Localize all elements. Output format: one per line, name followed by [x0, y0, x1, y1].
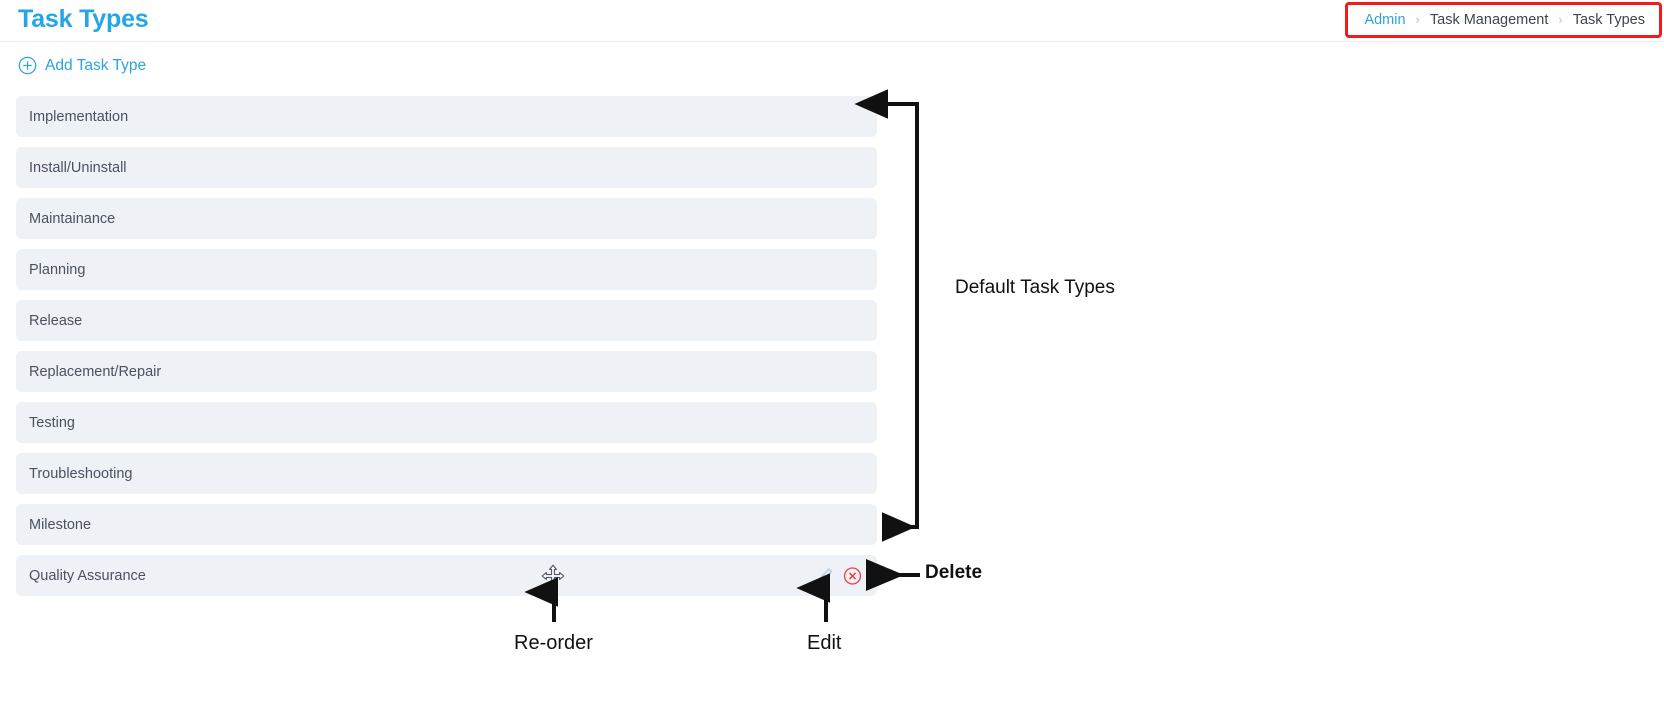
page-header: Task Types Admin › Task Management › Tas… [0, 0, 1664, 42]
chevron-right-icon: › [1415, 11, 1420, 27]
task-type-name: Milestone [29, 516, 92, 533]
task-type-name: Troubleshooting [29, 465, 133, 482]
add-task-type-label: Add Task Type [45, 56, 147, 74]
task-type-name: Testing [29, 414, 75, 431]
task-type-name: Planning [29, 261, 86, 278]
chevron-right-icon: › [1558, 11, 1563, 27]
table-row[interactable]: Testing [16, 402, 877, 443]
annotation-reorder: Re-order [514, 632, 593, 654]
table-row[interactable]: Troubleshooting [16, 453, 877, 494]
breadcrumb: Admin › Task Management › Task Types [1345, 2, 1662, 38]
row-action-group [815, 566, 862, 585]
task-type-name: Release [29, 312, 83, 329]
breadcrumb-item-task-types: Task Types [1572, 12, 1645, 28]
edit-task-type-button[interactable] [815, 566, 834, 585]
table-row[interactable]: Install/Uninstall [16, 147, 877, 188]
table-row[interactable]: Planning [16, 249, 877, 290]
task-type-name: Install/Uninstall [29, 159, 127, 176]
table-row[interactable]: Quality Assurance [16, 555, 877, 596]
annotation-delete: Delete [925, 562, 983, 583]
breadcrumb-item-admin[interactable]: Admin [1364, 12, 1406, 28]
table-row[interactable]: Release [16, 300, 877, 341]
annotation-default-task-types: Default Task Types [955, 277, 1115, 298]
task-type-name: Quality Assurance [29, 567, 146, 584]
page-title: Task Types [18, 5, 149, 33]
pencil-edit-icon [817, 567, 833, 583]
add-task-type-button[interactable]: Add Task Type [18, 56, 146, 75]
table-row[interactable]: Implementation [16, 96, 877, 137]
circle-x-delete-icon [843, 566, 862, 585]
arrows-move-icon [541, 564, 565, 587]
annotation-edit: Edit [807, 632, 842, 654]
reorder-drag-handle[interactable] [540, 563, 566, 589]
task-type-name: Implementation [29, 108, 129, 125]
breadcrumb-item-task-management[interactable]: Task Management [1429, 12, 1549, 28]
table-row[interactable]: Replacement/Repair [16, 351, 877, 392]
default-task-types-bracket [854, 89, 919, 542]
task-type-name: Replacement/Repair [29, 363, 162, 380]
delete-task-type-button[interactable] [843, 566, 862, 585]
plus-circle-icon [18, 56, 37, 75]
table-row[interactable]: Milestone [16, 504, 877, 545]
task-type-name: Maintainance [29, 210, 116, 227]
task-type-list: Implementation Install/Uninstall Maintai… [16, 96, 877, 606]
table-row[interactable]: Maintainance [16, 198, 877, 239]
